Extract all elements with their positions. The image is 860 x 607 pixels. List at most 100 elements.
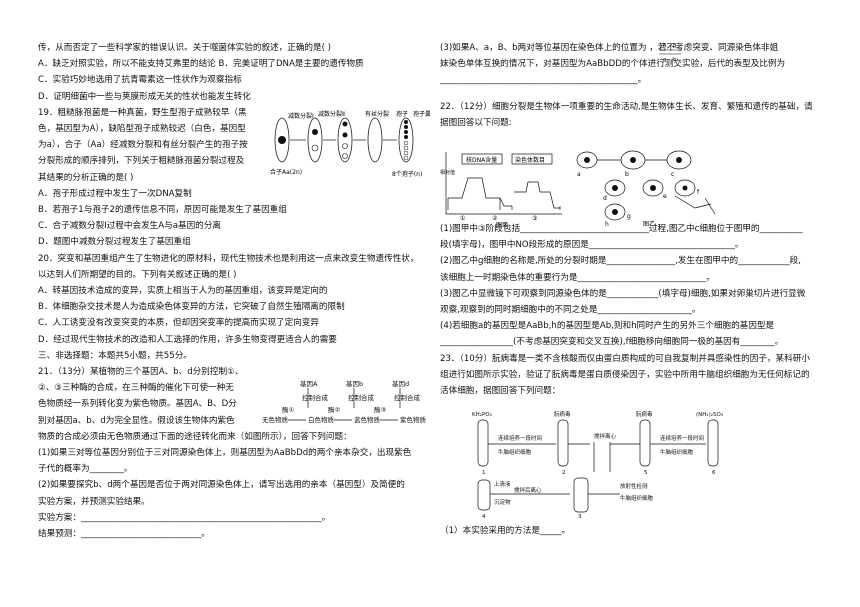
text-line: （1）本实验采用的方法是_____。 [440,526,571,536]
fig-label: 朊病毒 [636,410,653,418]
fig-label: 2 [562,470,566,476]
text-line: 结果预测：____________________________。 [38,529,210,540]
right-column: (3)如果A、a，B、b两对等位基因在染色体上的位置为 ，若不考虑突变、同源染色… [440,40,825,399]
substance-label: 蓝色物质 [354,415,381,424]
fig-label: 相对值 [440,169,455,176]
text-line: 段(填字母)，图甲中NO段形成的原因是_____________________… [440,240,744,251]
text-line: 别对基因a、b、d为完全显性。假设该生物体内紫色 [38,415,235,426]
gene-label: 基因b [346,379,363,388]
text-line: (2)图乙中g细胞的名称是,所处的分裂时期是________________,发… [440,256,801,267]
fig-label: 连续培养一段时间 [498,434,542,442]
text-line: 妹染色单体互换的情况下，对基因型为AaBbDD的个体进行测交实验，后代的表型及比… [440,59,786,70]
text-line: 为a），合子（Aa）经减数分裂和有丝分裂产生的孢子按 [38,140,248,151]
fig-label: 5 [644,470,648,476]
text-line: 色物质经一系列转化变为紫色物质。基因A、B、D分 [38,399,237,410]
text-line: 实验方案：___________________________________… [38,512,331,523]
enzyme-label: 酶③ [374,405,387,414]
fig-label: 牛脑组织细胞 [498,448,532,456]
text-line: _________________(不考虑基因突变和交叉互换),f细胞移向细胞同… [440,337,784,348]
text-line: 21．（13分）某植物的三个基因A、b、d分别控制①、 [38,367,244,378]
text-line: A．缺乏对照实验，所以不能支持艾弗里的结论 B．完美证明了DNA是主要的遗传物质 [38,59,364,70]
fig-label: 放射性检测 [620,482,648,490]
text-line: 22．（12分）细胞分裂是生物体一项重要的生命活动,是生物体生长、发育、繁殖和遗… [440,101,813,112]
fig-label: B [673,43,677,49]
fig-label: 朊病毒 [554,410,571,418]
text-line: 19．粗糙脉孢菌是一种真菌，野生型孢子成熟较早（黑 [38,107,247,118]
text-line: A．孢子形成过程中发生了一次DNA复制 [38,188,192,199]
fig-label: 上清液 [494,480,511,488]
fig-label: d [603,195,607,202]
text-line: 观察,观察到的同时期细胞中的不同之处是_____________________… [440,305,701,316]
text-line: (3)图乙中显微镜下可观察到同源染色体的是____________(填字母)细胞… [440,288,806,299]
text-line: 20．突变和基因重组产生了生物进化的原材料，现代生物技术也是利用这一点来改变生物… [38,253,419,264]
fig-label: e [663,193,667,200]
gene-label: 基因d [392,379,409,388]
fig-label: ② [492,215,498,222]
fig-label: 沉淀物 [494,498,511,506]
fig-label: 合子Aa(2n) [270,168,302,176]
figure-caption: 图甲 [496,222,508,228]
fig-label: h [605,221,609,228]
fig-label: 搅拌离心 [594,432,617,440]
text-line: 组进行如图所示实验，验证了朊病毒是蛋白质侵染因子，实验中所用牛脑组织细胞为无任何… [440,369,810,380]
fig-label: ③ [532,215,537,222]
fig-label: 核DNA含量 [466,156,497,164]
fig-label: 4 [482,514,486,518]
text-line: C．合子减数分裂Ⅰ过程中会发生A与a基因的分离 [38,221,221,232]
chromosome-position-figure: A B a b [659,43,681,62]
fig-label: 有丝分裂 [365,110,389,118]
fig-label: g [627,213,631,220]
fig-label: 搅拌后离心 [514,486,542,494]
text-line: 以达到人们所期望的目的。下列有关叙述正确的是( ) [38,269,237,280]
fig-label: 减数分裂Ⅰ [288,112,314,120]
fig-label: a [663,57,666,62]
text-line: (2)如果要探究b、d两个基因是否位于两对同源染色体上，请写出选用的亲本（基因型… [38,480,405,491]
text-line: D．题图中减数分裂过程发生了基因重组 [38,237,191,248]
text-line: 子代的概率为________。 [38,464,133,475]
text-line: 分裂形成的顺序排列，下列关于粗糙脉孢菌分裂过程及 [38,156,245,167]
text-line: 活体细胞，据图回答下列问题： [440,386,561,397]
gene-label: 基因A [300,379,318,388]
prion-experiment-figure: KH₂PO₄ 朊病毒 朊病毒 (NH₄)₂SO₄ 连续培养一段时间 牛脑组织细胞… [472,410,724,518]
fig-label: KH₂PO₄ [472,412,493,418]
fig-label: (NH₄)₂SO₄ [696,412,724,418]
text-line: D．经过现代生物技术的改造和人工选择的作用，许多生物变得更适合人的需要 [38,334,337,345]
figure-caption: 图乙 [643,221,655,228]
text-line: (4)若细胞a的基因型是AaBb,h的基因型是Ab,则和h同时产生的另外三个细胞… [440,321,775,332]
fig-label: 6 [712,470,716,476]
fig-label: 3 [578,514,582,518]
text-line: C．实验巧妙地选用了抗青霉素这一性状作为观察指标 [38,75,242,86]
text-line: (3)如果A、a，B、b两对等位基因在染色体上的位置为 ，若不考虑突变、同源染色… [440,43,779,53]
left-column: 传，从而否定了一些科学家的错误认识。关于噬菌体实验的叙述，正确的是( ) A．缺… [38,40,428,542]
substance-label: 无色物质 [262,415,289,424]
spore-division-figure: 减数分裂Ⅰ 减数分裂Ⅱ 有丝分裂 孢子 孢子囊 合子Aa(2n) 8个孢子(n) [270,110,430,178]
fig-label: A [663,43,667,49]
substance-label: 白色物质 [308,415,335,424]
text-line: 物质的合成必须由无色物质通过下面的途径转化而来（如图所示），回答下列问题： [38,431,352,442]
enzyme-label: 酶② [328,405,341,414]
fig-label: b [625,171,629,178]
control-label: 控制合成 [348,393,375,402]
figure-jia-graph: 核DNA含量 染色体数目 相对值 ① ② ③ 图甲 [440,152,562,228]
pathway-figure: 基因A 基因b 基因d 控制合成 控制合成 控制合成 酶① 酶② 酶③ 无色物质… [262,379,427,424]
text-line: 实验方案，并预测实验结果。 [38,496,150,507]
text-line: 23．（10分）朊病毒是一类不含核酸而仅由蛋白质构成的可自我复制并具感染性的因子… [440,353,810,364]
text-line: B．若孢子1与孢子2的遗传信息不同，原因可能是发生了基因重组 [38,205,287,216]
text-line: 据图回答以下问题: [440,117,512,128]
control-label: 控制合成 [302,393,329,402]
fig-label: 孢子囊 [413,110,430,118]
fig-label: 孢子 [396,110,408,118]
text-line: 其结果的分析正确的是( ) [38,172,134,183]
fig-label: b [673,57,676,62]
text-line: (1)如果三对等位基因分别位于三对同源染色体上，则基因型为AaBbDd的两个亲本… [38,448,412,459]
fig-label: 1 [482,470,486,476]
text-line: ________________________________________… [440,75,647,86]
fig-label: 牛脑组织细胞 [660,448,694,456]
fig-label: 8个孢子(n) [392,170,422,178]
text-line: 该细胞上一时期染色体的重要行为是________________________… [440,272,716,283]
text-line: 色，基因型为A），缺陷型孢子成熟较迟（白色，基因型 [38,124,246,135]
text-line: C．人工诱变没有改变突变的本质，但却因突变率的提高而实现了定向变异 [38,318,320,329]
enzyme-label: 酶① [282,405,295,414]
fig-label: f [697,189,700,196]
fig-label: 染色体数目 [515,156,545,164]
